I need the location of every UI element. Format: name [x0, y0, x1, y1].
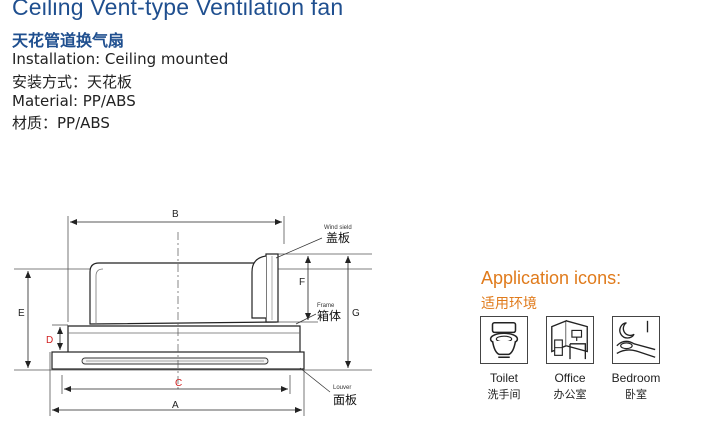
fan-housing [89, 262, 277, 325]
dimension-f-label: F [299, 277, 305, 288]
page-subtitle: 天花管道换气扇 [12, 31, 125, 50]
dimension-b-label: B [172, 209, 179, 220]
louver-label-cn: 面板 [333, 393, 357, 407]
wind-shield-leader [275, 237, 323, 259]
office-icon [546, 316, 594, 364]
frame-label-en: Frame [317, 303, 335, 309]
wind-shield-label-cn: 盖板 [326, 231, 350, 245]
frame-label-cn: 箱体 [317, 308, 341, 323]
wind-shield [251, 255, 267, 319]
toilet-label-en: Toilet [489, 371, 518, 385]
spec-installation-en: Installation: Ceiling mounted [12, 50, 229, 68]
dimension-a-label: A [172, 400, 179, 411]
dimension-d-label: D [46, 335, 53, 346]
toilet-label-cn: 洗手间 [487, 388, 521, 401]
spec-material-en: Material: PP/ABS [12, 92, 136, 110]
housing-inner-edge [95, 268, 104, 324]
louver-label-en: Louver [333, 385, 351, 391]
spec-installation-cn: 安装方式：天花板 [12, 73, 133, 91]
fan-frame [67, 325, 301, 353]
dimension-c-label: C [175, 378, 182, 389]
spec-material-cn: 材质：PP/ABS [12, 114, 110, 132]
toilet-icon [480, 316, 528, 364]
bedroom-label-en: Bedroom [611, 371, 661, 385]
office-label-cn: 办公室 [553, 388, 587, 401]
application-title: Application icons: [481, 268, 622, 288]
bedroom-icon [612, 316, 660, 364]
dimension-g-label: G [352, 308, 360, 319]
bedroom-label-cn: 卧室 [625, 388, 647, 401]
page-title: Ceiling Vent-type Ventilation fan [12, 0, 344, 20]
dimension-e-label: E [18, 308, 25, 319]
application-subtitle: 适用环境 [481, 296, 537, 312]
office-label-en: Office [554, 371, 586, 385]
louver-leader [299, 367, 331, 393]
frame-leader [295, 313, 317, 325]
wind-shield-label-en: Wind sield [324, 225, 352, 231]
